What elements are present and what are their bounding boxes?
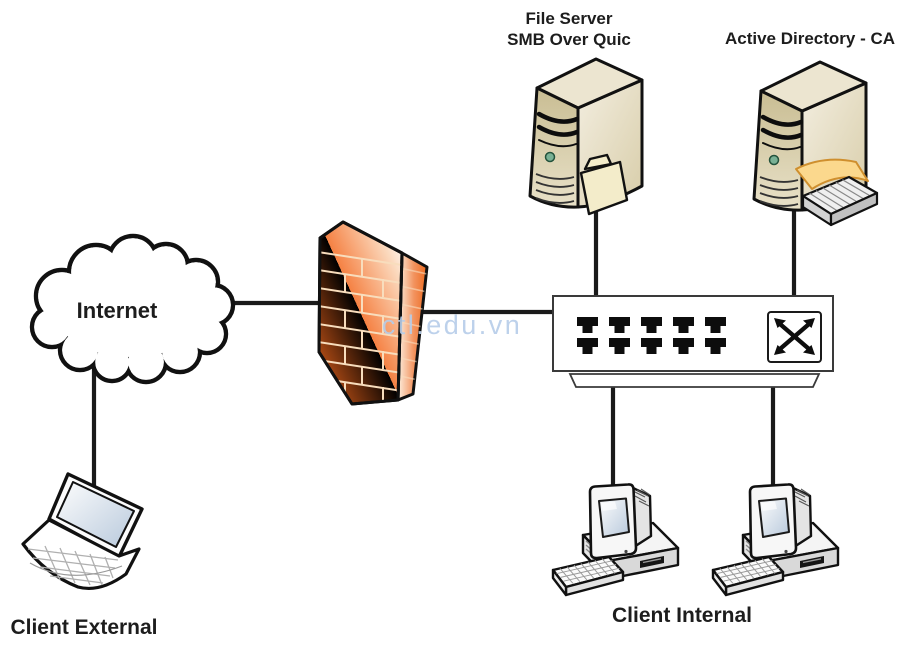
folder-icon [579, 153, 629, 216]
active-directory-server-icon [754, 62, 879, 227]
desktop-pc-icon [551, 483, 680, 597]
desktop-pc-icon [711, 483, 840, 597]
active-directory-label: Active Directory - CA [724, 29, 896, 48]
certificate-book-icon [795, 158, 879, 227]
file-server-label: File Server SMB Over Quic [507, 9, 631, 49]
file-server-icon [530, 59, 642, 216]
watermark-text: ctl.edu.vn [382, 310, 523, 340]
laptop-icon [21, 472, 144, 591]
switch-ports [577, 317, 726, 354]
switch-base [568, 373, 821, 388]
internet-cloud-icon [29, 233, 236, 385]
switch-crossover-icon [767, 311, 822, 363]
firewall-icon [317, 220, 429, 406]
internet-label: Internet [76, 298, 158, 323]
client-external-label: Client External [10, 616, 158, 639]
client-internal-label: Client Internal [611, 604, 753, 627]
switch-icon [552, 295, 834, 388]
